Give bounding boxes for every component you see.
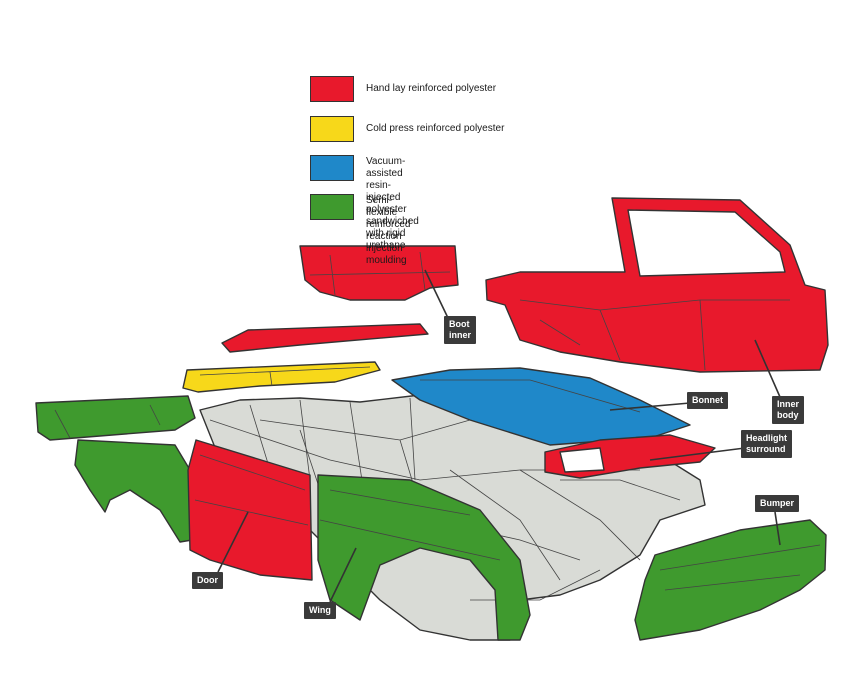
- bonnet-panel: [391, 367, 691, 446]
- callout-wing: Wing: [304, 602, 336, 619]
- swatch-blue: [310, 155, 354, 181]
- legend-label: Cold press reinforced polyester: [366, 123, 505, 134]
- inner-body-panel: [485, 197, 829, 373]
- legend-label: Vacuum-assisted resin-injected polyester…: [366, 156, 419, 251]
- callout-door: Door: [192, 572, 223, 589]
- callout-inner-body: Inner body: [772, 396, 805, 424]
- boot-lid-panel: [182, 361, 381, 393]
- door-panel: [187, 439, 313, 581]
- callout-bumper: Bumper: [755, 495, 800, 512]
- callout-leader-lines: [217, 269, 781, 603]
- callout-bonnet: Bonnet: [687, 392, 728, 409]
- rear-quarter-lower-panel: [74, 439, 193, 543]
- legend-label: Hand lay reinforced polyester: [366, 83, 497, 94]
- front-wing-panel: [317, 474, 531, 641]
- callout-boot-inner: Boot inner: [444, 316, 477, 344]
- boot-inner-panel: [299, 245, 459, 301]
- legend-label: Semi-flexible reinforced reaction inject…: [366, 195, 411, 266]
- headlight-surround-panel: [544, 434, 716, 479]
- callout-headlight-surround: Headlight surround: [741, 430, 793, 458]
- sill-strip-panel: [221, 323, 429, 353]
- bumper-panel: [634, 519, 827, 641]
- swatch-yellow: [310, 116, 354, 142]
- swatch-green: [310, 194, 354, 220]
- swatch-red: [310, 76, 354, 102]
- rear-quarter-upper-panel: [35, 395, 196, 441]
